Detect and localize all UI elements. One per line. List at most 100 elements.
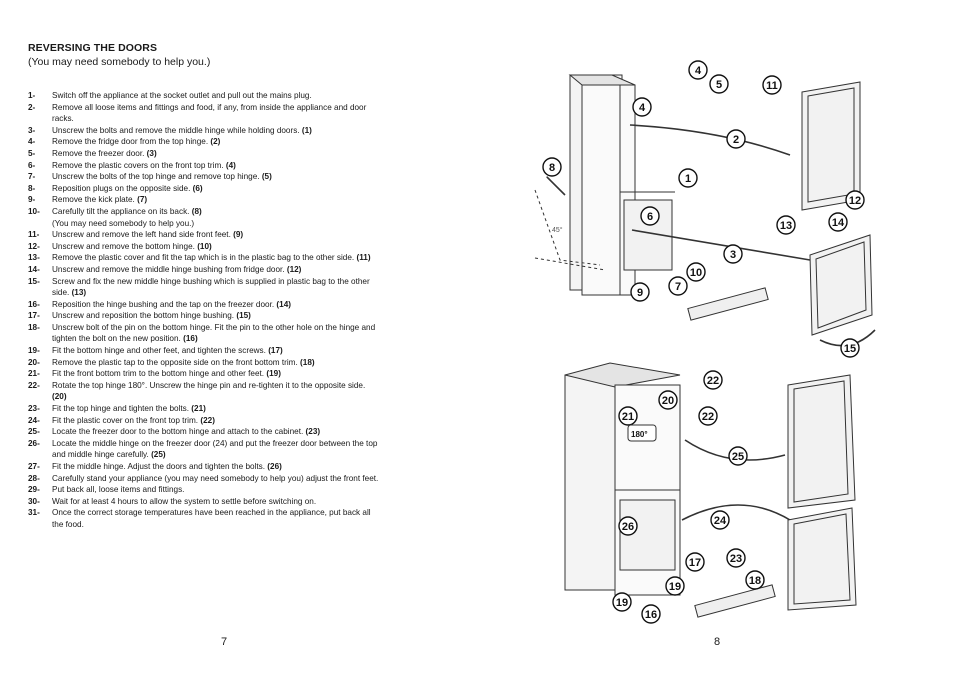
step-body: Rotate the top hinge 180°. Unscrew the h…	[52, 380, 366, 390]
step-item: 17-Unscrew and reposition the bottom hin…	[28, 310, 380, 322]
callout-number: 4	[695, 65, 702, 77]
callout-circle	[630, 282, 650, 302]
step-body: Remove the plastic tap to the opposite s…	[52, 357, 298, 367]
callout-number: 24	[714, 515, 727, 527]
step-item: 11- Unscrew and remove the left hand side…	[28, 229, 380, 241]
step-text: Locate the middle hinge on the freezer d…	[52, 438, 380, 461]
figure-ref: (7)	[137, 195, 148, 205]
callout-circle	[703, 370, 723, 390]
step-number: 2-	[28, 102, 36, 112]
step-number: 21-	[28, 369, 40, 379]
step-number: 23-	[28, 404, 40, 414]
callout-marker: 4	[632, 97, 652, 117]
callout-marker: 13	[776, 215, 796, 235]
figure-ref: (25)	[151, 450, 166, 460]
fridge-cabinet-bottom	[564, 362, 791, 618]
step-item: 31-Once the correct storage temperatures…	[28, 507, 380, 530]
step-item: 21- Fit the front bottom trim to the bott…	[28, 368, 380, 380]
section-subheading: (You may need somebody to help you.)	[28, 56, 211, 68]
step-body: Unscrew and remove the middle hinge bush…	[52, 264, 285, 274]
step-text: Remove the freezer door. (3)	[52, 148, 380, 160]
step-item: 15-Screw and fix the new middle hinge bu…	[28, 276, 380, 299]
callout-circle	[840, 338, 860, 358]
figure-ref: (1)	[301, 125, 312, 135]
callout-marker: 21	[618, 406, 638, 426]
step-item: 28- Carefully stand your appliance (you m…	[28, 473, 380, 485]
step-item: 18-Unscrew bolt of the pin on the bottom…	[28, 322, 380, 345]
step-item: 9-Remove the kick plate. (7)	[28, 194, 380, 206]
callout-number: 12	[849, 195, 861, 207]
callout-circle	[542, 157, 562, 177]
step-body: Unscrew the bolts and remove the middle …	[52, 125, 300, 135]
section-heading: REVERSING THE DOORS	[28, 42, 158, 54]
step-item: 23-Fit the top hinge and tighten the bol…	[28, 403, 380, 415]
step-text: Once the correct storage temperatures ha…	[52, 507, 380, 530]
fridge-cabinet-top	[534, 74, 811, 321]
step-text: Screw and fix the new middle hinge bushi…	[52, 276, 380, 299]
callout-number: 7	[675, 281, 681, 293]
step-number: 11-	[28, 230, 40, 240]
callout-marker: 18	[745, 570, 765, 590]
step-number: 7-	[28, 172, 36, 182]
step-text: Fit the front bottom trim to the bottom …	[52, 368, 380, 380]
step-number: 28-	[28, 473, 40, 483]
step-number: 25-	[28, 427, 40, 437]
step-body: Fit the middle hinge. Adjust the doors a…	[52, 462, 266, 471]
step-text: Unscrew and remove the middle hinge bush…	[52, 264, 380, 276]
step-item: 14- Unscrew and remove the middle hinge b…	[28, 264, 380, 276]
step-body: Remove the fridge door from the top hing…	[52, 137, 209, 147]
step-text: Remove all loose items and fittings and …	[52, 102, 380, 125]
step-body: Remove all loose items and fittings and …	[52, 102, 367, 124]
step-body: Locate the middle hinge on the freezer d…	[52, 438, 378, 460]
callout-marker: 3	[723, 244, 743, 264]
step-body: Carefully stand your appliance (you may …	[52, 473, 379, 483]
callout-circle	[632, 97, 652, 117]
step-item: 3-Unscrew the bolts and remove the middl…	[28, 125, 380, 137]
figure-ref: (11)	[356, 253, 371, 263]
figure-ref: (3)	[146, 148, 157, 158]
callout-circle	[845, 190, 865, 210]
step-body: Once the correct storage temperatures ha…	[52, 508, 371, 529]
callout-number: 2	[733, 134, 739, 146]
step-text: Carefully stand your appliance (you may …	[52, 473, 380, 485]
callout-number: 25	[732, 451, 744, 463]
figure-ref: (15)	[236, 311, 251, 321]
step-number: 14-	[28, 264, 40, 274]
step-text: Remove the fridge door from the top hing…	[52, 136, 380, 148]
step-item: 24-Fit the plastic cover on the front to…	[28, 415, 380, 427]
step-text: Reposition plugs on the opposite side. (…	[52, 183, 380, 195]
step-text: Unscrew bolt of the pin on the bottom hi…	[52, 322, 380, 345]
callout-marker: 19	[612, 592, 632, 612]
step-number: 5-	[28, 148, 36, 158]
step-item: 13-Remove the plastic cover and fit the …	[28, 252, 380, 264]
callout-circle	[745, 570, 765, 590]
step-body: Wait for at least 4 hours to allow the s…	[52, 496, 317, 506]
callout-marker: 24	[710, 510, 730, 530]
step-text: Locate the freezer door to the bottom hi…	[52, 426, 380, 438]
step-body: Remove the plastic cover and fit the tap…	[52, 253, 355, 263]
step-number: 16-	[28, 299, 40, 309]
step-item: 22-Rotate the top hinge 180°. Unscrew th…	[28, 380, 380, 403]
step-text: Remove the plastic cover and fit the tap…	[52, 252, 380, 264]
step-text: Rotate the top hinge 180°. Unscrew the h…	[52, 380, 380, 403]
callout-circle	[641, 604, 661, 624]
callout-marker: 22	[698, 406, 718, 426]
step-body: Unscrew and reposition the bottom hinge …	[52, 311, 235, 321]
callout-circle	[686, 262, 706, 282]
callout-circle	[723, 244, 743, 264]
step-item: 7-Unscrew the bolts of the top hinge and…	[28, 171, 380, 183]
step-item: 27-Fit the middle hinge. Adjust the door…	[28, 461, 380, 473]
step-item: 19-Fit the bottom hinge and other feet, …	[28, 345, 380, 357]
figure-ref: (17)	[268, 346, 283, 356]
callout-marker: 1	[678, 168, 698, 188]
step-text: Remove the plastic tap to the opposite s…	[52, 357, 380, 369]
callout-number: 18	[749, 575, 761, 587]
steps-list: 1-Switch off the appliance at the socket…	[28, 90, 380, 531]
step-note: (You may need somebody to help you.)	[52, 218, 195, 228]
step-body: Fit the plastic cover on the front top t…	[52, 415, 199, 425]
callout-circle	[709, 74, 729, 94]
figure-ref: (21)	[191, 404, 206, 414]
step-number: 8-	[28, 183, 36, 193]
step-body: Unscrew and remove the left hand side fr…	[52, 230, 231, 240]
callout-circle	[618, 406, 638, 426]
